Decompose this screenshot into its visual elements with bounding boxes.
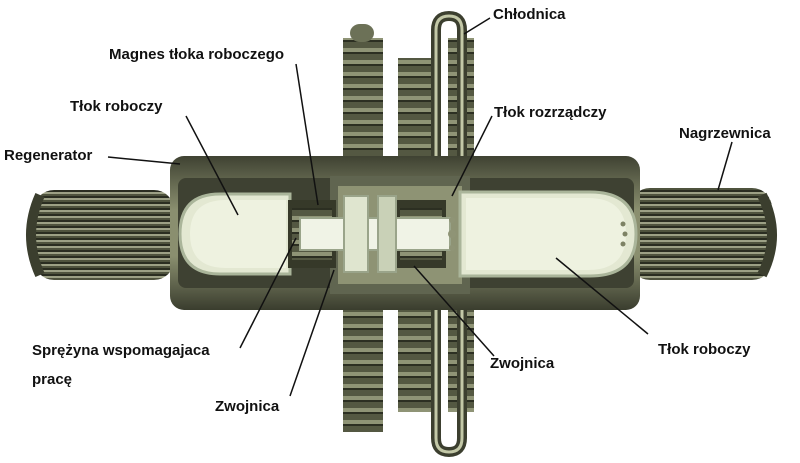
label-regenerator: Regenerator	[4, 147, 93, 164]
leader-tlok-roboczy-right	[555, 257, 649, 335]
leader-tlok-rozrzadczy	[451, 115, 493, 197]
label-tlok-roboczy-left: Tłok roboczy	[70, 98, 163, 115]
label-tlok-rozrzadczy: Tłok rozrządczy	[494, 104, 607, 121]
label-sprezyna: Sprężyna wspomagajaca	[32, 342, 210, 359]
label-tlok-roboczy-right: Tłok roboczy	[658, 341, 751, 358]
leader-chlodnica	[463, 17, 491, 35]
right-working-chamber	[458, 190, 638, 278]
label-magnes-tloka: Magnes tłoka roboczego	[109, 46, 285, 63]
lower-cooler-fins	[343, 300, 474, 432]
leader-nagrzewnica	[717, 141, 733, 191]
leader-regenerator	[107, 156, 181, 165]
leader-magnes	[295, 63, 319, 206]
label-zwojnica-right: Zwojnica	[490, 355, 555, 372]
piston-rod	[299, 195, 456, 273]
leader-lines	[107, 17, 733, 397]
leader-zwojnica-right	[413, 265, 495, 357]
left-tube-bundle	[26, 190, 174, 280]
leader-tlok-roboczy-left	[185, 115, 239, 216]
label-chlodnica: Chłodnica	[493, 6, 566, 23]
label-nagrzewnica: Nagrzewnica	[679, 125, 771, 142]
left-working-chamber	[178, 192, 292, 276]
label-sprezyna-line2: pracę	[32, 371, 73, 388]
leader-sprezyna	[239, 237, 297, 349]
right-tube-bundle	[630, 188, 777, 280]
label-zwojnica-bottom: Zwojnica	[215, 398, 280, 415]
leader-zwojnica-bottom	[289, 269, 335, 397]
